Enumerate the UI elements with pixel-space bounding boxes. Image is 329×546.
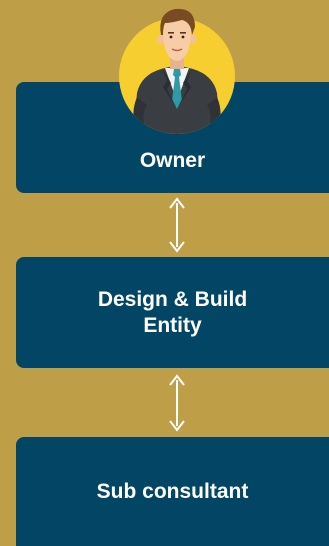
design-build-label-line2: Entity xyxy=(143,313,202,337)
owner-label: Owner xyxy=(139,149,206,172)
sub-consultant-box: Sub consultant xyxy=(16,437,329,546)
businessman-icon xyxy=(119,8,235,134)
double-arrow-icon xyxy=(169,197,185,253)
design-build-label-line1: Design & Build xyxy=(97,287,248,311)
double-arrow-icon xyxy=(169,374,185,432)
design-build-box: Design & Build Entity xyxy=(16,257,329,368)
sub-consultant-label: Sub consultant xyxy=(96,479,249,503)
